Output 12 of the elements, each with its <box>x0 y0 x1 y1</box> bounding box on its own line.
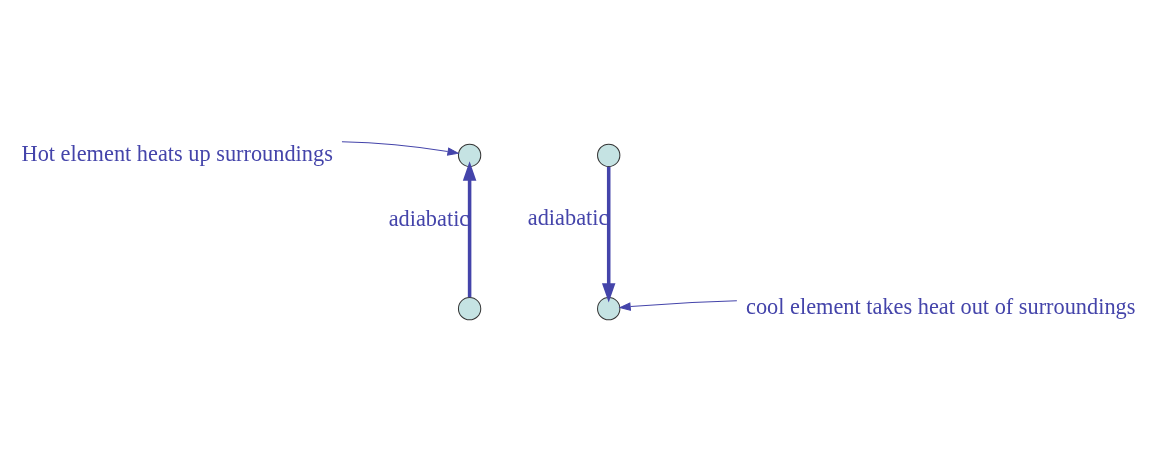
node-text: Hot element heats up surroundings <box>21 141 333 167</box>
node-circle <box>597 143 621 167</box>
arrow <box>462 161 477 298</box>
arrow <box>601 166 616 303</box>
node-circle <box>597 297 621 321</box>
edge-label: adiabatic <box>527 205 609 231</box>
node-text: cool element takes heat out of surroundings <box>746 294 1136 320</box>
node-circle <box>457 143 482 167</box>
edge-label: adiabatic <box>388 205 470 231</box>
node-circle <box>457 297 482 321</box>
arrow <box>341 141 460 156</box>
arrow <box>618 300 738 311</box>
